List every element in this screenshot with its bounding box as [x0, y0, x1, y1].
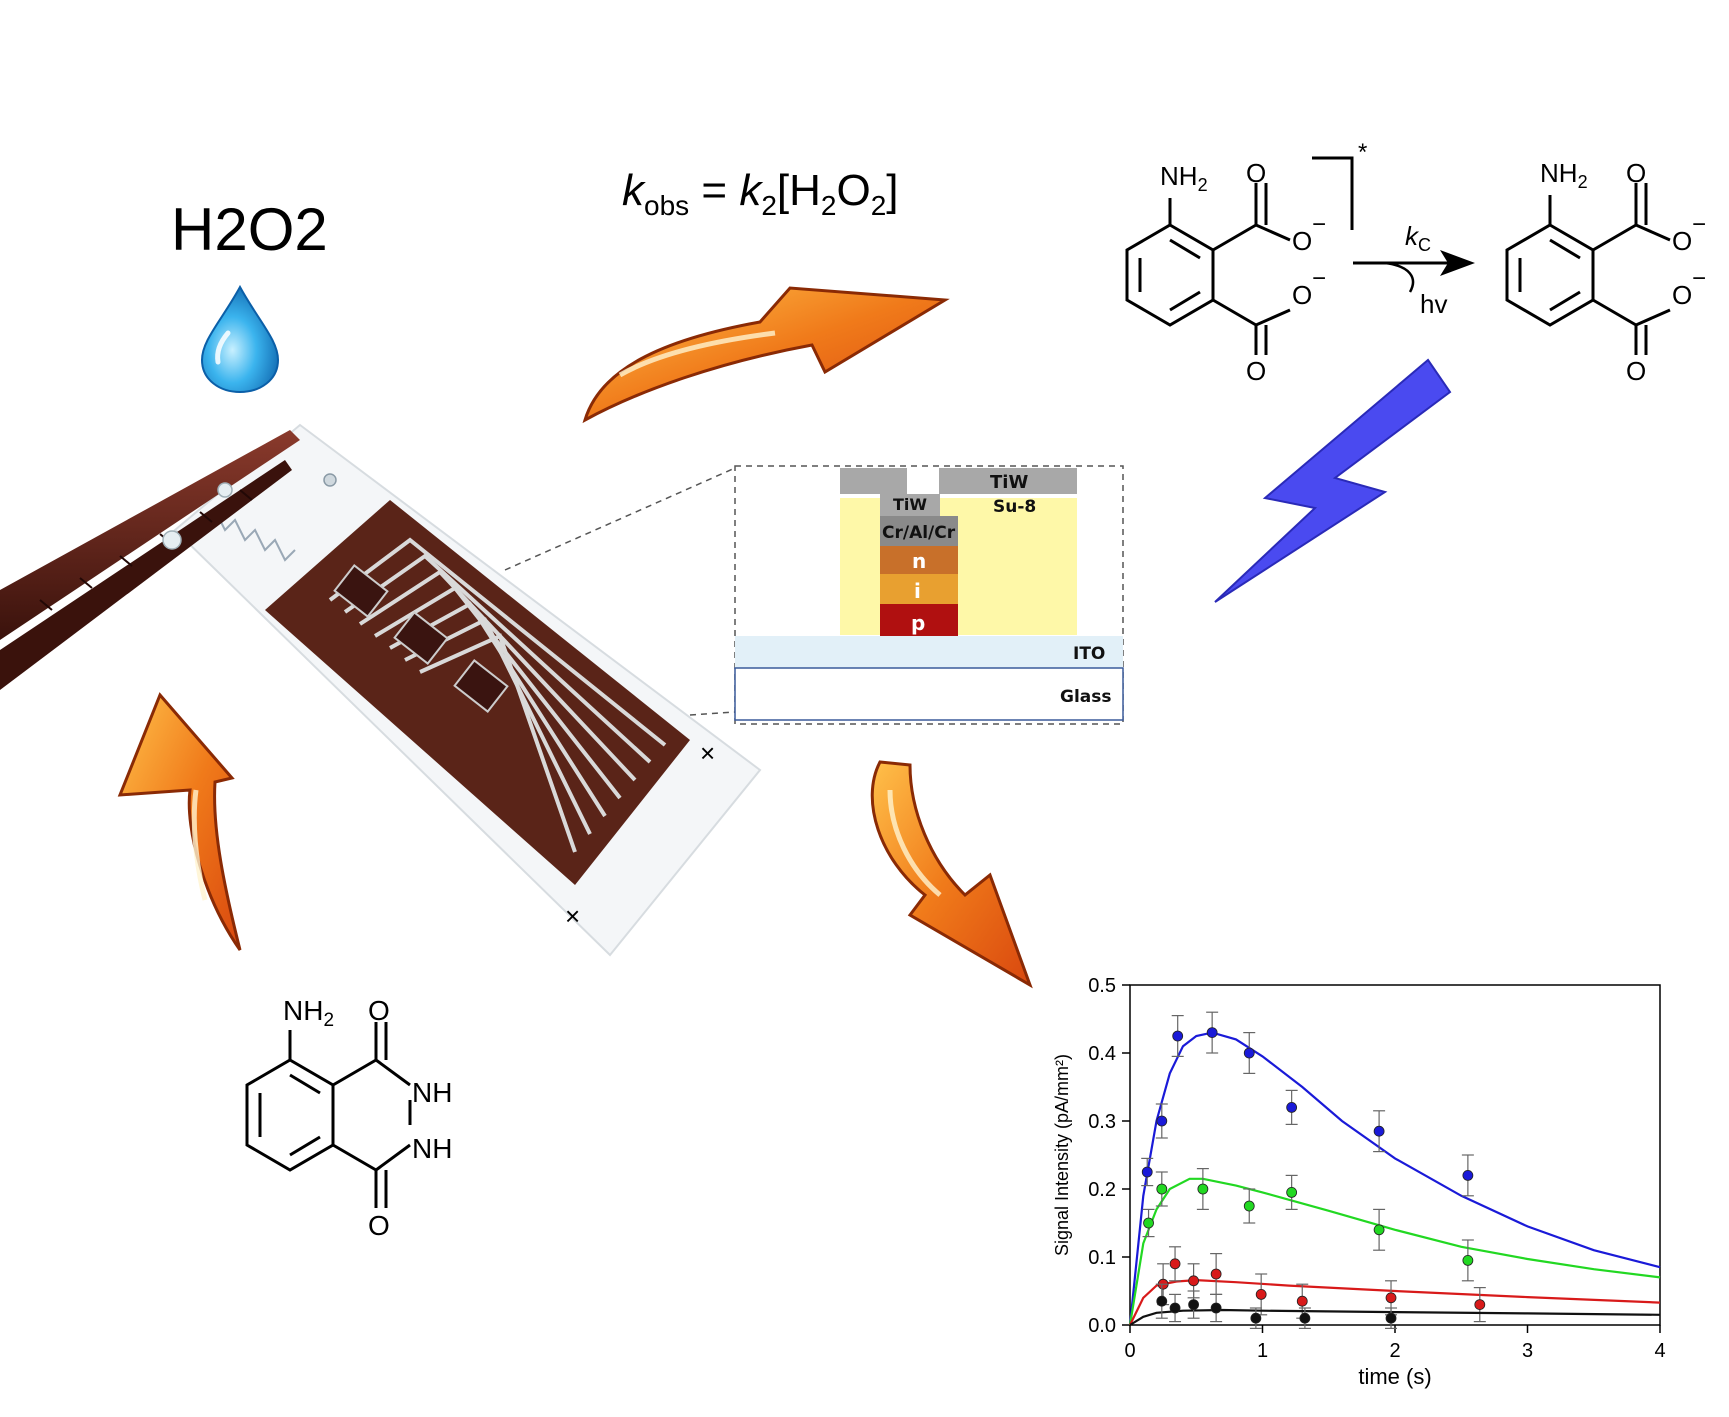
charge-label: −	[1312, 265, 1326, 292]
excited-aminophthalate	[1125, 156, 1354, 355]
chart-plot-area	[1129, 984, 1661, 1326]
excited-state-mark: *	[1358, 139, 1367, 166]
data-point	[1156, 1115, 1168, 1127]
x-tick-label: 0	[1124, 1340, 1135, 1362]
layer-label-i: i	[914, 579, 921, 603]
x-tick-label: 4	[1654, 1340, 1665, 1362]
oxygen-label: O	[1672, 280, 1692, 310]
sensor-chip: × ×	[173, 423, 762, 957]
data-point	[1462, 1255, 1474, 1266]
data-point	[1385, 1312, 1397, 1324]
oxygen-label: O	[1626, 356, 1646, 386]
nh-label: NH	[412, 1133, 452, 1164]
oxygen-label: O	[368, 995, 390, 1026]
layer-label-top-tiw: TiW	[990, 472, 1028, 493]
y-tick-label: 0.5	[1088, 975, 1116, 997]
data-point	[1286, 1102, 1298, 1113]
data-point	[1474, 1299, 1486, 1310]
data-point	[1156, 1183, 1168, 1195]
chart-y-axis-label: Signal Intensity (pA/mm²)	[1052, 1054, 1072, 1256]
data-point	[1299, 1312, 1311, 1324]
layer-label-n: n	[912, 549, 926, 573]
data-point	[1188, 1299, 1199, 1310]
rate-constant-label: kC	[1405, 221, 1431, 255]
x-tick-label: 3	[1522, 1340, 1533, 1362]
oxygen-label: O	[368, 1210, 390, 1241]
data-point	[1141, 1166, 1153, 1178]
data-point	[1143, 1217, 1154, 1229]
charge-label: −	[1692, 265, 1706, 292]
luminol-labels: NH2 O NH NH O	[283, 995, 452, 1241]
data-point	[1462, 1170, 1474, 1181]
data-point	[1172, 1030, 1184, 1042]
layer-label-ito: ITO	[1073, 644, 1105, 664]
oxygen-label: O	[1292, 280, 1312, 310]
nh-label: NH	[412, 1077, 452, 1108]
charge-label: −	[1312, 211, 1326, 238]
data-point	[1156, 1295, 1168, 1307]
data-point	[1210, 1268, 1222, 1280]
layer-label-p: p	[911, 611, 925, 635]
data-point	[1255, 1289, 1267, 1300]
reaction-arrow: kC hv	[1353, 221, 1475, 319]
data-point	[1197, 1183, 1209, 1195]
data-point	[1243, 1047, 1255, 1059]
data-point	[1169, 1302, 1181, 1314]
y-tick-label: 0.2	[1088, 1179, 1116, 1201]
y-tick-label: 0.3	[1088, 1111, 1116, 1133]
photon-label: hv	[1420, 289, 1447, 319]
data-point	[1250, 1312, 1262, 1324]
data-point	[1385, 1292, 1397, 1304]
charge-label: −	[1692, 211, 1706, 238]
data-point	[1210, 1302, 1222, 1314]
data-point	[1206, 1027, 1218, 1038]
data-point	[1286, 1187, 1298, 1198]
amino-label-2: NH2	[1540, 158, 1588, 192]
excited-aminophthalate-labels: NH2 O O − O − O *	[1160, 139, 1367, 386]
flow-arrow-left	[117, 692, 242, 951]
luminol	[245, 1022, 412, 1208]
contact-mark-top: ×	[700, 738, 715, 768]
flow-arrow-down	[870, 760, 1033, 989]
oxygen-label: O	[1626, 158, 1646, 188]
y-tick-label: 0.4	[1088, 1043, 1116, 1065]
chart-x-axis-label: time (s)	[1358, 1364, 1431, 1389]
analyte-label: H2O2	[171, 196, 328, 263]
data-point	[1243, 1200, 1255, 1212]
aminophthalate	[1505, 183, 1671, 355]
data-point	[1169, 1258, 1181, 1270]
y-tick-label: 0.1	[1088, 1247, 1116, 1269]
fit-curve-3	[1129, 1308, 1661, 1326]
flow-arrow-top	[582, 286, 950, 424]
luminol-amino-label: NH2	[283, 995, 334, 1031]
x-tick-label: 1	[1257, 1340, 1268, 1362]
tweezers	[0, 430, 337, 690]
signal-chart: 0 1 2 3 4 0.0 0.1 0.2 0.3 0.4 0.5 time (s) Signal …	[1052, 975, 1666, 1389]
zoom-lines	[504, 467, 736, 716]
oxygen-label: O	[1292, 226, 1312, 256]
water-drop-icon	[200, 284, 280, 394]
contact-mark-bottom: ×	[565, 901, 580, 931]
oxygen-label: O	[1672, 226, 1692, 256]
layer-label-tiw: TiW	[893, 495, 927, 514]
aminophthalate-labels: NH2 O O − O − O	[1540, 158, 1706, 386]
data-point	[1296, 1295, 1308, 1307]
layer-label-cr-al-cr: Cr/Al/Cr	[882, 523, 956, 543]
x-tick-label: 2	[1389, 1340, 1400, 1362]
layer-label-glass: Glass	[1060, 687, 1112, 707]
oxygen-label: O	[1246, 158, 1266, 188]
layer-stack-inset: TiW TiW Su-8 Cr/Al/Cr n i p ITO Glass	[734, 465, 1124, 725]
kinetics-equation: kobs = k2[H2O2]	[622, 166, 899, 221]
data-point	[1188, 1275, 1199, 1287]
layer-label-su8: Su-8	[993, 497, 1036, 517]
data-point	[1373, 1125, 1385, 1137]
data-point	[1373, 1224, 1385, 1236]
oxygen-label: O	[1246, 356, 1266, 386]
lightning-bolt-icon	[1214, 358, 1452, 603]
y-tick-label: 0.0	[1088, 1315, 1116, 1337]
amino-label-1: NH2	[1160, 161, 1208, 195]
